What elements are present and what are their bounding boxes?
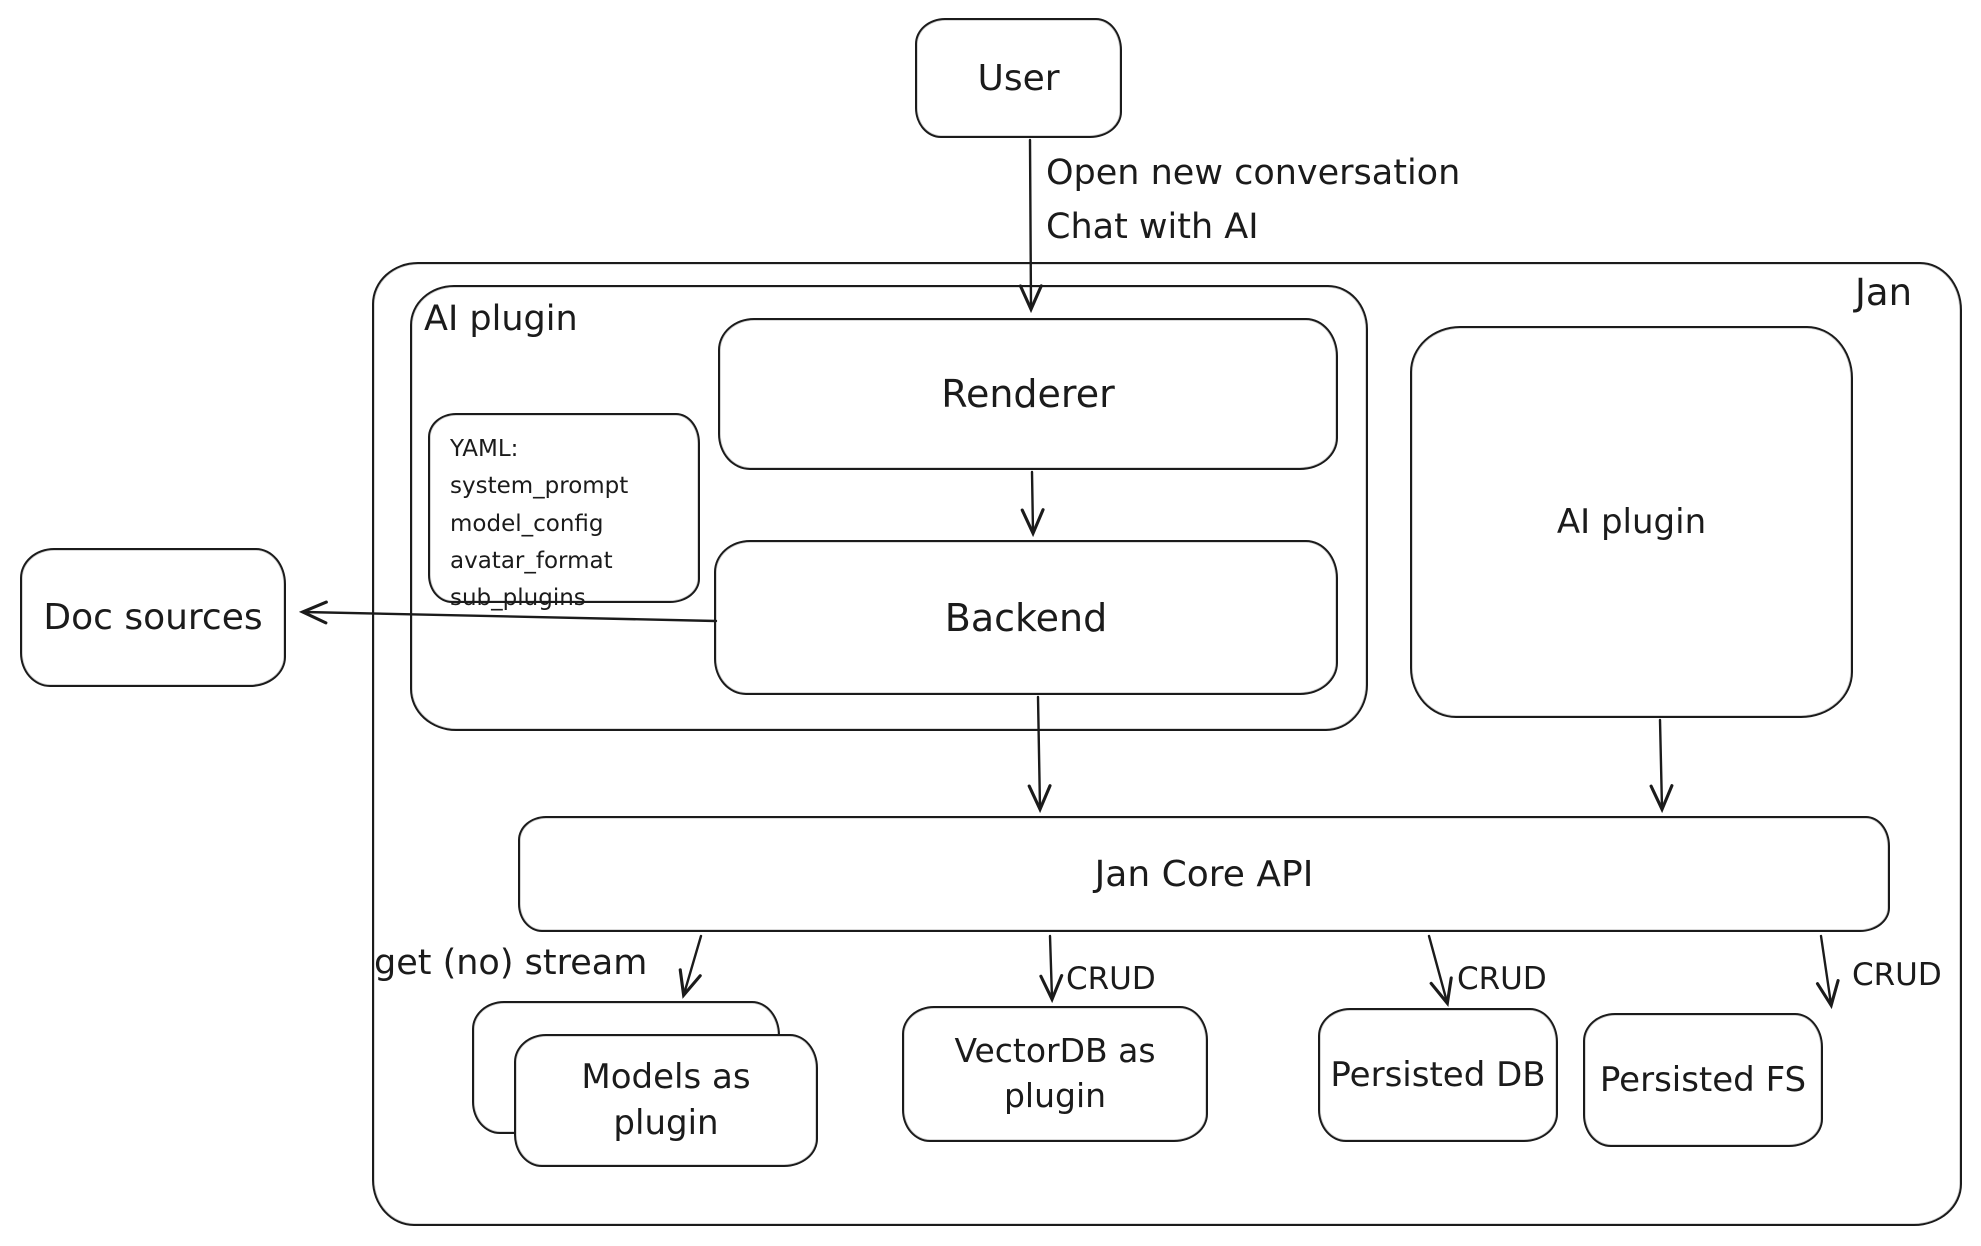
ai-plugin-container-box	[410, 285, 1368, 731]
node-persisted-db: Persisted DB	[1318, 1008, 1558, 1142]
node-models-as-plugin-label: Models as plugin	[581, 1056, 751, 1143]
edge-label-crud-persisted-fs: CRUD	[1852, 957, 1942, 993]
yaml-line-avatar-format: avatar_format	[450, 547, 613, 574]
node-vectordb-as-plugin-label: VectorDB as plugin	[954, 1031, 1156, 1115]
node-ai-plugin-right-label: AI plugin	[1556, 502, 1707, 542]
node-persisted-fs: Persisted FS	[1583, 1013, 1823, 1147]
yaml-line-system-prompt: system_prompt	[450, 473, 629, 500]
node-jan-core-api-label: Jan Core API	[1094, 853, 1314, 895]
node-backend-label: Backend	[944, 595, 1108, 640]
yaml-line-sub-plugins: sub_plugins	[450, 585, 586, 611]
node-doc-sources-label: Doc sources	[43, 597, 263, 638]
node-user: User	[915, 18, 1122, 138]
node-backend: Backend	[714, 540, 1338, 695]
yaml-line-title: YAML:	[450, 436, 519, 462]
node-yaml-note: YAML: system_prompt model_config avatar_…	[428, 413, 700, 611]
jan-container-box	[372, 262, 1962, 1226]
node-ai-plugin-right: AI plugin	[1410, 326, 1853, 718]
node-renderer: Renderer	[718, 318, 1338, 470]
edge-label-crud-vectordb: CRUD	[1066, 961, 1156, 997]
yaml-line-model-config: model_config	[450, 510, 604, 537]
node-renderer-label: Renderer	[941, 372, 1115, 416]
jan-container-label: Jan	[1855, 271, 1913, 314]
node-vectordb-as-plugin: VectorDB as plugin	[902, 1006, 1208, 1142]
node-jan-core-api: Jan Core API	[518, 816, 1890, 932]
edge-label-crud-persisted-db: CRUD	[1457, 961, 1547, 997]
node-persisted-db-label: Persisted DB	[1330, 1055, 1546, 1095]
ai-plugin-container-label: AI plugin	[424, 299, 578, 339]
node-persisted-fs-label: Persisted FS	[1599, 1060, 1807, 1100]
node-user-label: User	[977, 57, 1060, 99]
edge-label-open-conversation: Open new conversation Chat with AI	[1046, 153, 1461, 248]
node-doc-sources: Doc sources	[20, 548, 286, 687]
node-models-as-plugin: Models as plugin	[514, 1034, 818, 1167]
edge-label-get-no-stream: get (no) stream	[374, 943, 648, 983]
